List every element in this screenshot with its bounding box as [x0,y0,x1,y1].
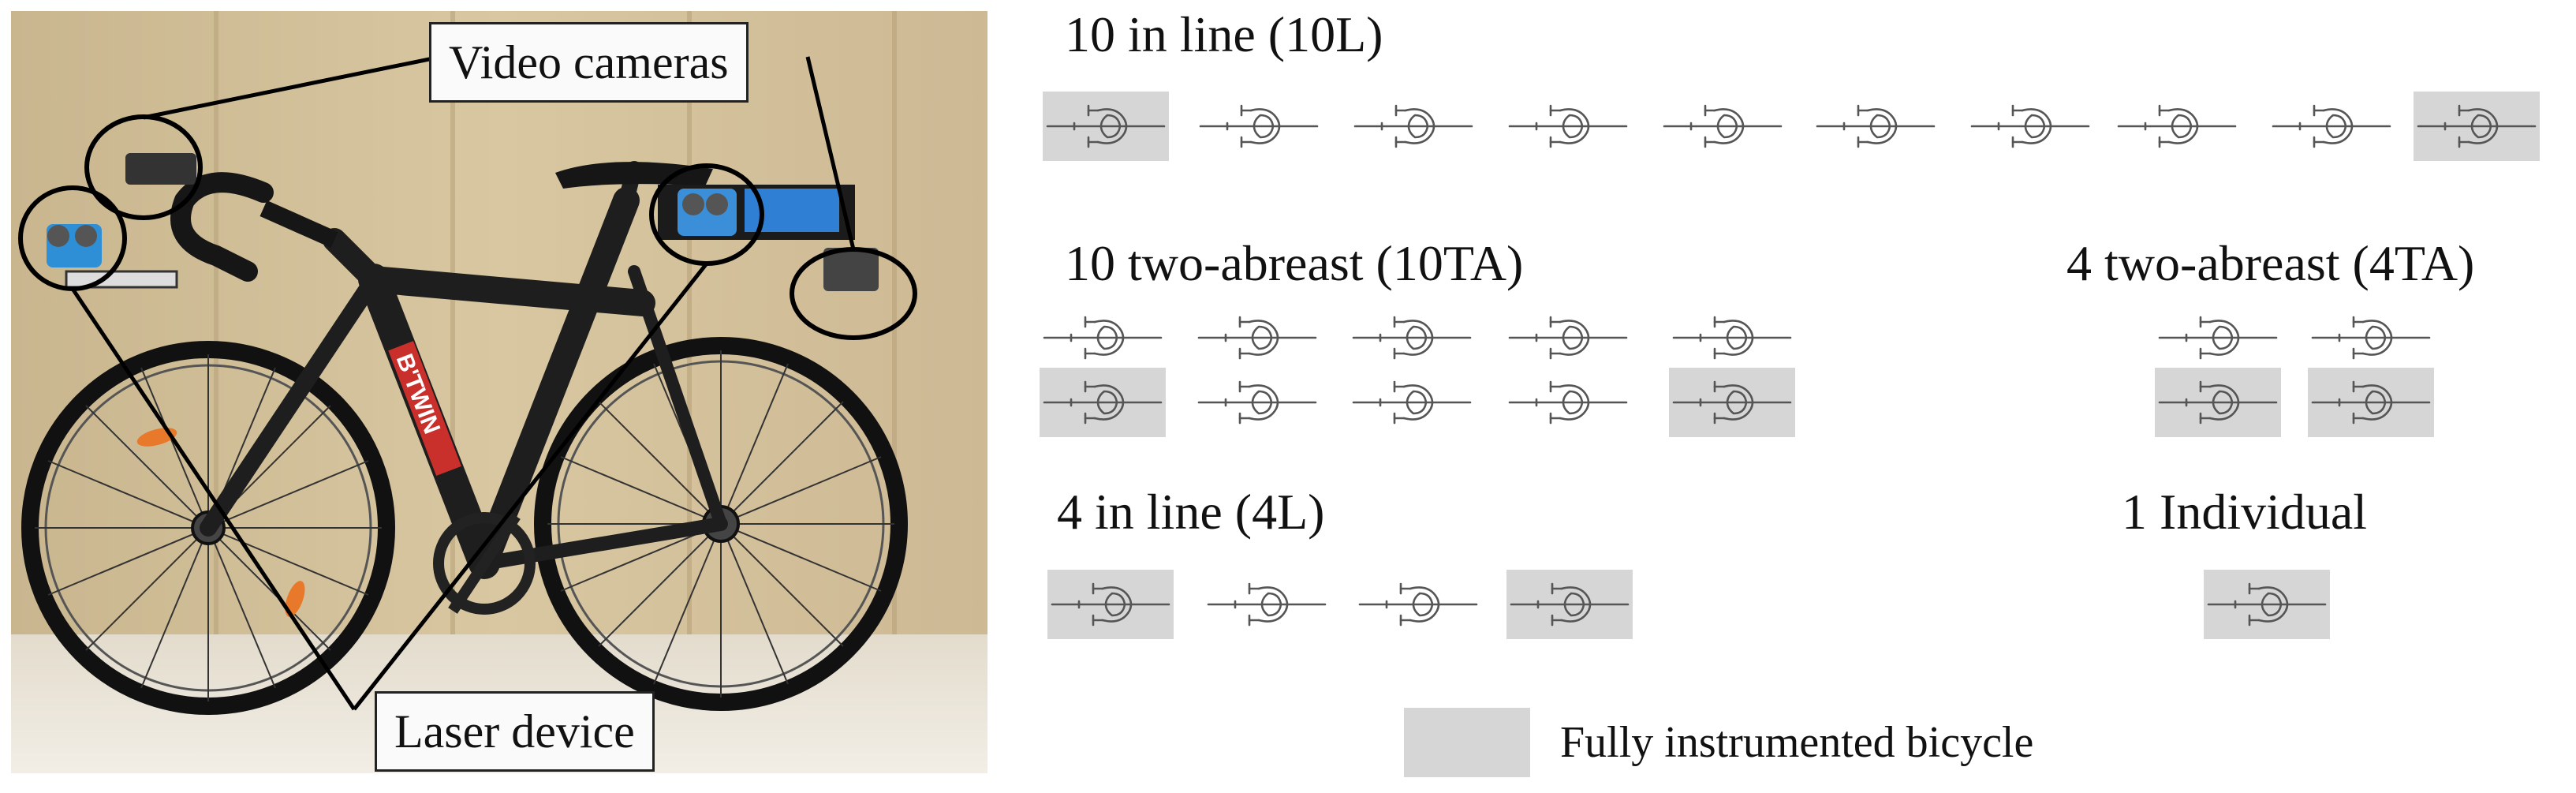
bicycle-icon [2268,92,2395,161]
fully-instrumented-bicycle-icon [1047,570,1174,639]
bicycle-icon [1659,92,1786,161]
group-title-4ta: 4 two-abreast (4TA) [2066,235,2475,291]
bicycle-icon [1669,303,1795,372]
laser-device-label: Laser device [375,691,655,772]
group-title-10l: 10 in line (10L) [1065,6,1383,62]
bicycle-icon [1349,368,1475,437]
fully-instrumented-bicycle-icon [2155,368,2281,437]
rear-wheel [534,337,908,711]
bicycle-photo: B'TWIN [11,11,987,773]
bike-frame [200,161,728,579]
bicycle-icon [1505,303,1631,372]
group-title-10ta: 10 two-abreast (10TA) [1065,235,1524,291]
bicycle-icon [1204,570,1330,639]
bicycle-icon [1349,303,1475,372]
bicycle-icon [1194,303,1320,372]
fully-instrumented-bicycle-icon [1506,570,1633,639]
bicycle-icon [1967,92,2093,161]
bicycle-icon [1196,92,1322,161]
handlebar-camera [125,153,196,185]
rear-camera [823,248,879,291]
bicycle-icon [2155,303,2281,372]
legend-swatch [1404,708,1530,777]
fully-instrumented-bicycle-icon [1669,368,1795,437]
fully-instrumented-bicycle-icon [1040,368,1166,437]
legend-label: Fully instrumented bicycle [1560,718,2034,767]
bicycle-icon [1350,92,1477,161]
fully-instrumented-bicycle-icon [1043,92,1169,161]
bicycle-icon [2308,303,2434,372]
fully-instrumented-bicycle-icon [2414,92,2540,161]
chainring [433,512,536,615]
video-cameras-label: Video cameras [429,22,749,103]
bicycle-icon [2114,92,2240,161]
bicycle-icon [1040,303,1166,372]
saddle [555,162,713,189]
bicycle-icon [1505,92,1631,161]
group-title-4l: 4 in line (4L) [1057,484,1325,540]
leader-lines [70,54,856,711]
fully-instrumented-bicycle-icon [2308,368,2434,437]
fully-instrumented-bicycle-icon [2204,570,2330,639]
bicycle-icon [1505,368,1631,437]
bicycle-icon [1813,92,1939,161]
bicycle-icon [1355,570,1481,639]
bicycle-icon [1194,368,1320,437]
group-title-individual: 1 Individual [2122,484,2368,540]
